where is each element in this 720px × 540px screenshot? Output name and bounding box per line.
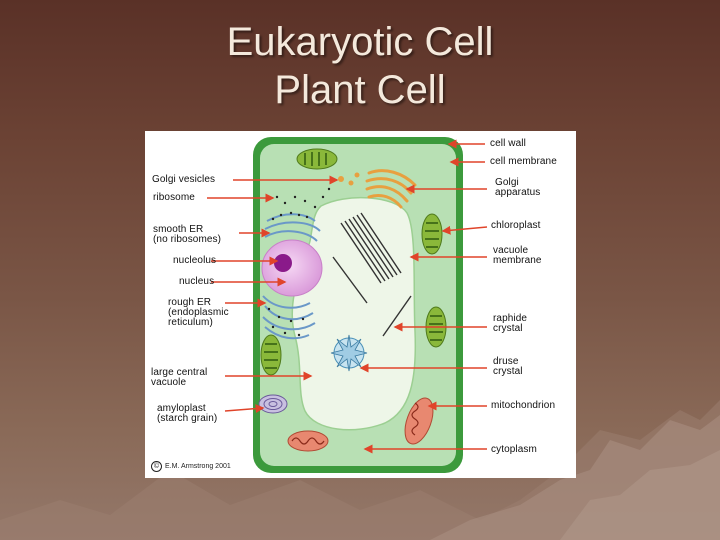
label-vacuole-membrane-line1: vacuole (493, 245, 529, 256)
label-rough-er-line3: reticulum) (168, 317, 213, 328)
credit-text: E.M. Armstrong 2001 (165, 463, 231, 470)
chloroplasts (260, 148, 447, 376)
copyright-icon: © (151, 461, 162, 472)
label-druse-line1: druse (493, 356, 519, 367)
label-vacuole-membrane-line2: membrane (493, 255, 542, 266)
image-credit: © E.M. Armstrong 2001 (151, 461, 231, 472)
label-raphide-crystal: raphide crystal (493, 314, 527, 334)
label-golgi-line1: Golgi (495, 177, 519, 188)
label-rough-er-line1: rough ER (168, 297, 212, 308)
mitochondria (287, 397, 434, 452)
label-vacuole-line2: vacuole (151, 377, 187, 388)
label-nucleolus: nucleolus (173, 255, 217, 266)
label-golgi-line2: apparatus (495, 187, 541, 198)
label-golgi-vesicles: Golgi vesicles (152, 174, 216, 185)
amyloplast (258, 394, 288, 414)
label-amyloplast-line2: (starch grain) (157, 413, 218, 424)
label-smooth-er-line2: (no ribosomes) (153, 234, 222, 245)
slide-title: Eukaryotic Cell Plant Cell (0, 18, 720, 114)
raphide-crystal (332, 212, 412, 337)
title-line-2: Plant Cell (274, 68, 446, 112)
label-arrows (207, 139, 488, 454)
label-large-central-vacuole: large central vacuole (151, 368, 207, 388)
label-vacuole-membrane: vacuole membrane (493, 246, 542, 266)
label-smooth-er: smooth ER (no ribosomes) (153, 225, 221, 245)
label-amyloplast-line1: amyloplast (157, 403, 206, 414)
plant-cell-diagram: Golgi vesicles ribosome smooth ER (no ri… (145, 131, 576, 478)
label-druse-crystal: druse crystal (493, 357, 523, 377)
label-mitochondrion: mitochondrion (491, 400, 556, 411)
label-raphide-line1: raphide (493, 313, 528, 324)
label-cell-membrane: cell membrane (490, 156, 557, 167)
label-golgi-apparatus: Golgi apparatus (495, 178, 540, 198)
label-amyloplast: amyloplast (starch grain) (157, 404, 217, 424)
label-vacuole-line1: large central (151, 367, 208, 378)
ribosomes (267, 187, 331, 337)
druse-crystal (330, 334, 368, 372)
label-smooth-er-line1: smooth ER (153, 224, 204, 235)
label-cell-wall: cell wall (490, 138, 526, 149)
nucleus (261, 239, 323, 297)
label-rough-er: rough ER (endoplasmic reticulum) (168, 298, 229, 328)
label-chloroplast: chloroplast (491, 220, 541, 231)
cell-illustration (207, 137, 488, 473)
label-druse-line2: crystal (493, 366, 523, 377)
label-cytoplasm: cytoplasm (491, 444, 537, 455)
title-line-1: Eukaryotic Cell (226, 20, 494, 64)
endoplasmic-reticulum (262, 213, 321, 340)
label-raphide-line2: crystal (493, 323, 523, 334)
nucleolus (274, 254, 292, 272)
label-nucleus: nucleus (179, 276, 215, 287)
label-ribosome: ribosome (153, 192, 195, 203)
golgi-vesicles (338, 172, 360, 186)
label-rough-er-line2: (endoplasmic (168, 307, 229, 318)
